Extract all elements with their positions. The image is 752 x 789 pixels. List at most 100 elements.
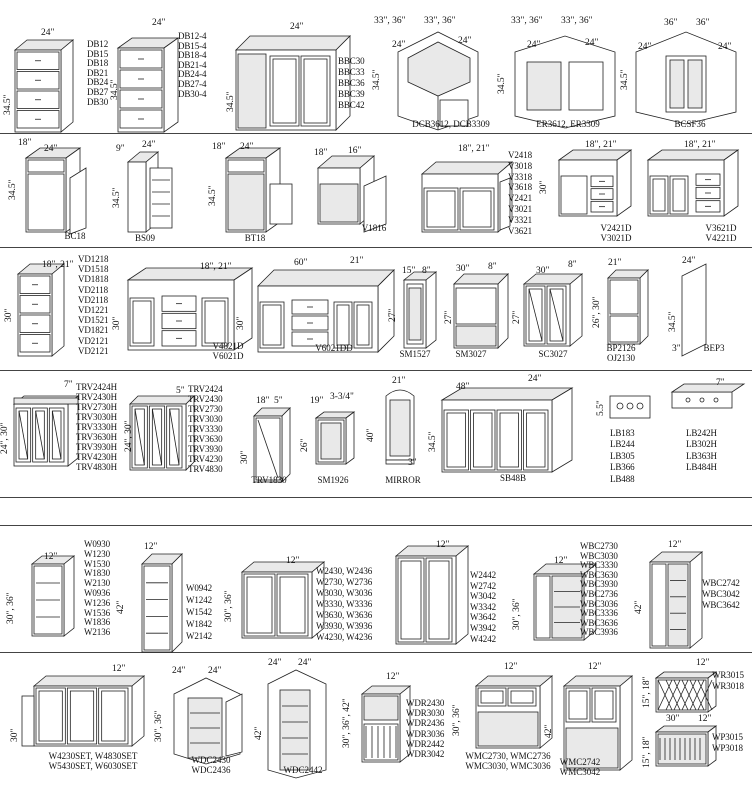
model-code: BBC42 (338, 100, 365, 110)
cabinet-front (127, 161, 147, 233)
model-code: W2142 (186, 631, 212, 641)
cabinet-drawing (646, 149, 740, 217)
height-label: 26" (300, 438, 310, 452)
cabinet-drawing (253, 407, 291, 483)
model-code: V3318 (508, 171, 532, 182)
board (609, 395, 651, 419)
width-label: 24" (142, 140, 156, 150)
cabinet-face (407, 41, 471, 97)
width-label: 24" (44, 144, 58, 154)
width-label: 12" (668, 540, 682, 550)
cabinet-drawing (240, 561, 326, 639)
cabinet-drawing (397, 31, 479, 131)
model-code: DB21 (87, 67, 109, 78)
width-label: 24" (290, 22, 304, 32)
model-code: W1530 (84, 558, 110, 569)
door-inset (204, 300, 226, 344)
model-code: W1830 (84, 568, 110, 579)
height-label: 15", 18" (642, 736, 652, 768)
model-code: WDR3030 (406, 708, 445, 719)
model-code: WBC3936 (580, 627, 618, 638)
cabinet-face (69, 167, 87, 235)
dimension-line (169, 408, 180, 466)
dimension-line (151, 408, 163, 466)
height-label: 30" (539, 180, 549, 194)
cabinet-drawing (316, 155, 387, 233)
height-label: 34.5" (208, 185, 218, 206)
cabinet-face (646, 149, 740, 161)
model-code: W3942 (470, 622, 496, 633)
cabinet-face (569, 273, 583, 347)
width-label: 24" (152, 18, 166, 28)
model-code: V3021D (600, 232, 632, 243)
model-code: WR3015 (712, 670, 744, 680)
shelf (455, 325, 497, 347)
cabinet-drawing (224, 147, 293, 233)
model-code: W1542 (186, 607, 212, 617)
model-code: VD1518 (78, 264, 109, 275)
width-label: 8" (568, 260, 577, 270)
model-code: WDR2430 (406, 698, 445, 708)
height-label: 24", 30" (0, 422, 10, 454)
width-label: 3" (408, 458, 417, 468)
cabinet-face (499, 177, 511, 231)
door-inset (356, 304, 370, 346)
dimension-line (681, 679, 697, 711)
model-code: TRV3630H (76, 432, 117, 442)
height-label: 42" (544, 724, 554, 738)
door-inset (568, 690, 588, 720)
model-code: W2130 (84, 578, 110, 589)
height-label: 30" (236, 316, 246, 330)
height-label: 27" (388, 308, 398, 322)
width-label: 18" (314, 148, 328, 158)
dimension-line (673, 679, 689, 711)
height-label: 34.5" (372, 69, 382, 90)
model-code: W1236 (84, 597, 110, 608)
row-divider (0, 133, 752, 134)
width-label: 48" (456, 382, 470, 392)
model-caption: DCB3612, DCB3309 (412, 119, 490, 129)
width-label: 18" (18, 138, 32, 148)
cabinet-face (689, 551, 703, 649)
model-code: VD1221 (78, 305, 109, 316)
opening (667, 563, 689, 647)
cabinet-drawing (12, 395, 80, 467)
model-code: V2421 (508, 193, 532, 204)
height-label: 5.5" (596, 400, 606, 416)
model-code: W5430SET, W6030SET (48, 760, 138, 771)
dimension-line (697, 679, 713, 711)
model-code: TRV2424 (188, 384, 223, 394)
model-code: DB12-4 (178, 31, 207, 41)
door-inset (400, 560, 422, 640)
height-label: 30" (10, 728, 20, 742)
hook-icon (636, 402, 644, 410)
model-code: TRV2730 (188, 404, 223, 414)
model-code: DB24 (87, 77, 109, 88)
cabinet-face (425, 271, 437, 349)
model-code: V3621D (705, 223, 737, 233)
width-label: 12" (588, 662, 602, 672)
cabinet-drawing (402, 271, 438, 349)
row-divider (0, 652, 752, 653)
cabinet-face (639, 269, 649, 345)
model-code: WBC3630 (580, 569, 618, 580)
model-code: LB302H (686, 439, 717, 450)
model-code: TRV3330H (76, 422, 117, 432)
micro-opening (477, 711, 539, 747)
dimension-line (51, 410, 62, 460)
drawer-front (609, 315, 639, 343)
model-code: BBC36 (338, 78, 365, 88)
width-label: 12" (44, 552, 58, 562)
width-label: 16" (348, 146, 362, 156)
width-label: 24" (268, 658, 282, 668)
cabinet-drawing (141, 553, 183, 653)
height-label: 30", 36" (6, 592, 16, 624)
width-label: 7" (716, 378, 725, 388)
